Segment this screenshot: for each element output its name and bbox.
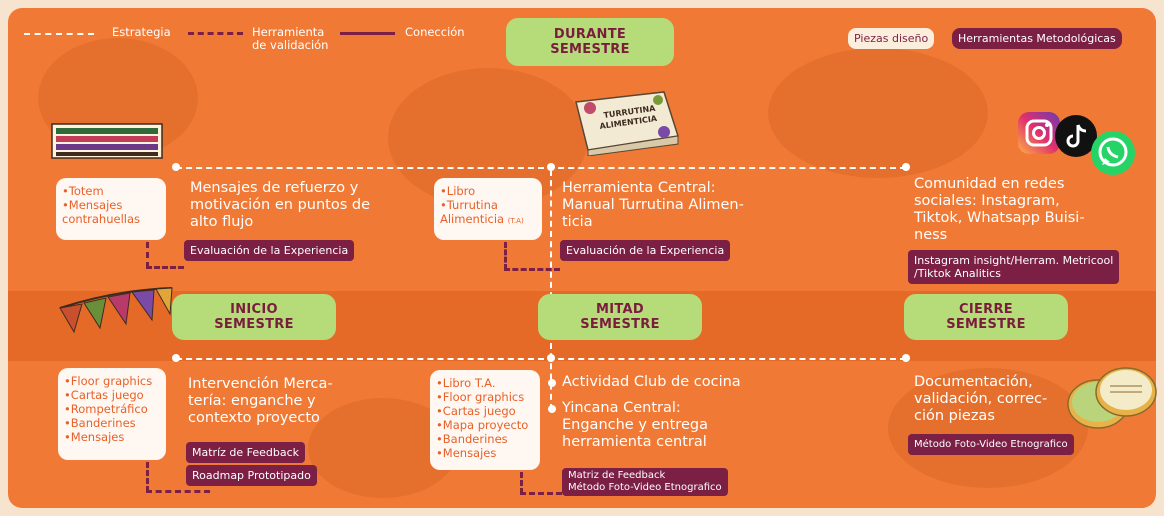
bottom-dot-left [172, 354, 180, 362]
legend-connection-label: Conección [405, 25, 465, 39]
yincana-dot [548, 405, 556, 413]
bunting-flags-icon [59, 287, 173, 334]
legend-strategy-label: Estrategia [112, 25, 171, 39]
bottom-left-validation-h [146, 490, 210, 493]
top-dot-left [172, 163, 180, 171]
item-mensajes-2: •Mensajes [436, 446, 497, 460]
bg-blob [888, 368, 1088, 488]
item-mensajes-contrahuellas: •Mensajes contrahuellas [62, 198, 141, 226]
bottom-dot-right [902, 354, 910, 362]
bottom-left-items-box: •Floor graphics •Cartas juego •Rompetráf… [58, 368, 166, 460]
bottom-left-description: Intervención Merca- tería: enganche y co… [188, 376, 333, 426]
whatsapp-icon [1091, 131, 1135, 175]
top-strategy-line [176, 167, 906, 169]
bottom-right-description: Documentación, validación, correc- ción … [914, 374, 1048, 424]
bottom-right-tag: Método Foto-Video Etnografico [908, 434, 1074, 455]
bottom-left-tag-feedback: Matríz de Feedback [186, 442, 306, 463]
item-mapa-proyecto: •Mapa proyecto [436, 418, 529, 432]
legend-connection-line [340, 32, 395, 35]
item-libro-ta: •Libro T.A. [436, 376, 496, 390]
top-left-description: Mensajes de refuerzo y motivación en pun… [190, 180, 370, 230]
phase-inicio-semestre: INICIO SEMESTRE [172, 294, 336, 340]
top-middle-items-box: •Libro •Turrutina Alimenticia (T.A) [434, 178, 542, 240]
item-banderines: •Banderines [64, 416, 136, 430]
book-icon: TURRUTINA ALIMENTICIA [575, 91, 679, 156]
bottom-left-validation-v [146, 462, 149, 492]
top-dot-right [902, 163, 910, 171]
pill-herramientas-metodologicas: Herramientas Metodológicas [952, 28, 1122, 49]
item-cartas-juego-2: •Cartas juego [436, 404, 516, 418]
bottom-middle-description-yincana: Yincana Central: Enganche y entrega herr… [562, 400, 708, 450]
bg-blob [768, 48, 988, 178]
bottom-middle-validation-v [520, 472, 523, 494]
top-middle-validation-h [504, 268, 560, 271]
center-vertical-line [550, 170, 552, 410]
legend-strategy-line [24, 33, 94, 35]
top-middle-validation-v [504, 242, 507, 270]
pill-piezas-diseno: Piezas diseño [848, 28, 935, 49]
legend-validation-label: Herramienta de validación [252, 25, 329, 52]
club-cocina-dot [548, 379, 556, 387]
item-floor-graphics: •Floor graphics [64, 374, 153, 388]
top-right-tag: Instagram insight/Herram. Metricool /Tik… [908, 250, 1120, 284]
instagram-icon [1018, 112, 1060, 154]
item-mensajes: •Mensajes [64, 430, 125, 444]
item-banderines-2: •Banderines [436, 432, 508, 446]
phase-cierre-semestre: CIERRE SEMESTRE [904, 294, 1068, 340]
item-floor-graphics-2: •Floor graphics [436, 390, 525, 404]
bottom-middle-items-box: •Libro T.A. •Floor graphics •Cartas jueg… [430, 370, 540, 470]
top-left-validation-h [146, 266, 184, 269]
top-left-items-box: •Totem •Mensajes contrahuellas [56, 178, 166, 240]
phase-mitad-semestre: MITAD SEMESTRE [538, 294, 702, 340]
bottom-middle-validation-h [520, 492, 562, 495]
top-right-description: Comunidad en redes sociales: Instagram, … [914, 176, 1085, 243]
top-middle-tag: Evaluación de la Experiencia [560, 240, 731, 261]
item-totem: •Totem [62, 184, 104, 198]
top-middle-description: Herramienta Central: Manual Turrutina Al… [562, 180, 744, 230]
top-left-tag: Evaluación de la Experiencia [184, 240, 355, 261]
top-left-validation-v [146, 242, 149, 268]
ta-suffix: (T.A) [507, 217, 524, 225]
legend-validation-line [188, 32, 243, 35]
bottom-middle-description-club: Actividad Club de cocina [562, 374, 741, 390]
bottom-middle-tag: Matriz de Feedback Método Foto-Video Etn… [562, 468, 728, 496]
top-dot-middle [547, 163, 555, 171]
item-libro: •Libro [440, 184, 476, 198]
item-cartas-juego: •Cartas juego [64, 388, 144, 402]
phase-durante-semestre: DURANTE SEMESTRE [506, 18, 674, 66]
bottom-left-tag-roadmap: Roadmap Prototipado [186, 465, 317, 486]
round-coasters-icon [1067, 367, 1157, 429]
bottom-dot-middle [547, 354, 555, 362]
item-rompetrafico: •Rompetráfico [64, 402, 148, 416]
tiktok-icon [1055, 115, 1097, 157]
item-turrutina: •Turrutina Alimenticia (T.A) [440, 198, 524, 226]
totem-signs-icon [51, 123, 163, 159]
bottom-strategy-line [176, 358, 906, 360]
